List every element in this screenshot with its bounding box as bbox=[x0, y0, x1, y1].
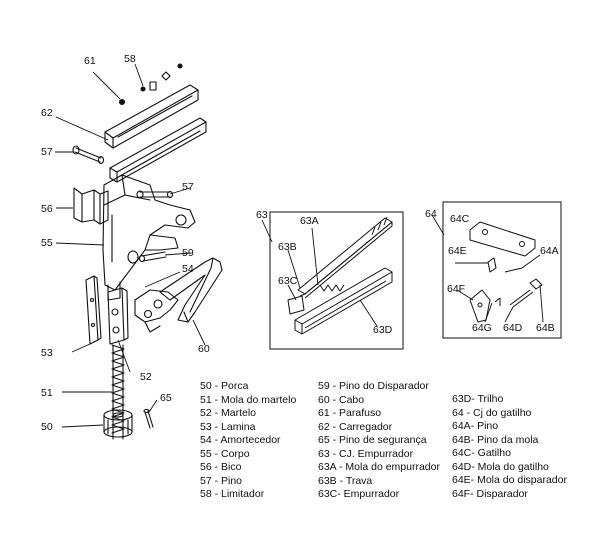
legend-item: 55 - Corpo bbox=[200, 447, 250, 460]
part-57-pin-lower bbox=[136, 190, 174, 199]
callout-54: 54 bbox=[182, 263, 194, 275]
part-51-spring bbox=[111, 344, 125, 440]
callout-65: 65 bbox=[160, 392, 172, 404]
part-50-nut bbox=[103, 409, 133, 438]
legend-item: 64F- Disparador bbox=[452, 487, 528, 500]
part-62-magazine bbox=[104, 84, 207, 183]
part-58-limiter bbox=[140, 63, 183, 92]
legend-item: 64D- Mola do gatilho bbox=[452, 460, 549, 473]
part-56-nozzle bbox=[73, 187, 109, 225]
legend-item: 62 - Carregador bbox=[318, 420, 393, 433]
label-64e: 64E bbox=[448, 245, 467, 257]
callout-52: 52 bbox=[140, 371, 152, 383]
part-65-safety-pin bbox=[143, 408, 154, 429]
label-64g: 64G bbox=[472, 322, 492, 334]
label-64f: 64F bbox=[447, 283, 465, 295]
legend-item: 64A- Pino bbox=[452, 420, 499, 432]
inset-63-pusher-assembly: 63 63A 63B 63C 63D bbox=[256, 209, 404, 350]
part-64e-spring bbox=[487, 257, 497, 273]
part-53-blade bbox=[85, 275, 102, 345]
callout-59: 59 bbox=[182, 247, 194, 259]
legend-item: 63B - Trava bbox=[318, 474, 373, 487]
legend-item: 61 - Parafuso bbox=[318, 407, 382, 419]
legend-item: 63D- Trilho bbox=[452, 393, 504, 405]
label-64d: 64D bbox=[503, 322, 523, 334]
legend-item: 64B- Pino da mola bbox=[452, 433, 539, 446]
part-64a-pin bbox=[504, 267, 523, 273]
part-63a-spring bbox=[319, 284, 345, 292]
callout-57-upper: 57 bbox=[41, 146, 53, 158]
part-64b-spring-pin bbox=[529, 278, 543, 290]
part-64g bbox=[494, 297, 501, 306]
legend-item: 60 - Cabo bbox=[318, 393, 365, 406]
callout-58: 58 bbox=[124, 53, 136, 65]
label-64b: 64B bbox=[536, 322, 555, 334]
callout-50: 50 bbox=[41, 421, 53, 433]
part-52-hammer bbox=[107, 287, 129, 345]
legend-item: 56 - Bico bbox=[200, 461, 242, 473]
legend-item: 64C- Gatilho bbox=[452, 447, 511, 459]
legend-item: 58 - Limitador bbox=[200, 488, 265, 500]
part-64c-trigger bbox=[469, 221, 536, 257]
legend-item: 63A - Mola do empurrador bbox=[318, 461, 440, 473]
leader-lines bbox=[55, 63, 206, 428]
label-63d: 63D bbox=[373, 324, 393, 336]
legend-item: 64 - Cj do gatilho bbox=[452, 406, 532, 419]
label-63a: 63A bbox=[300, 215, 319, 227]
label-63b: 63B bbox=[278, 241, 297, 253]
inset-64-trigger-assembly: 64 64C 64E 64A 64F 64G 64D 64B bbox=[425, 201, 562, 339]
callout-55: 55 bbox=[41, 237, 53, 249]
legend-item: 65 - Pino de segurança bbox=[318, 434, 427, 446]
legend-item: 59 - Pino do Disparador bbox=[318, 380, 429, 392]
callout-53: 53 bbox=[41, 347, 53, 359]
callout-61: 61 bbox=[84, 55, 96, 67]
legend-item: 63C- Empurrador bbox=[318, 488, 400, 500]
part-54-damper bbox=[134, 289, 179, 333]
part-57-pin-upper bbox=[72, 145, 105, 165]
label-63c: 63C bbox=[278, 275, 298, 287]
part-64f-trigger bbox=[469, 289, 491, 323]
legend-item: 50 - Porca bbox=[200, 380, 249, 392]
callout-57-lower: 57 bbox=[182, 181, 194, 193]
part-61-screw bbox=[118, 98, 126, 106]
legend-item: 64E- Mola do disparador bbox=[452, 474, 567, 486]
label-64c: 64C bbox=[450, 213, 470, 225]
callout-60: 60 bbox=[198, 343, 210, 355]
callout-56: 56 bbox=[41, 203, 53, 215]
legend-item: 51 - Mola do martelo bbox=[200, 393, 297, 406]
legend-item: 52 - Martelo bbox=[200, 407, 257, 419]
callout-labels: 61 58 62 57 56 55 57 59 54 53 52 60 51 6… bbox=[41, 53, 210, 433]
part-59-trigger-pin bbox=[138, 251, 167, 263]
legend-item: 63 - CJ. Empurrador bbox=[318, 447, 414, 460]
legend-item: 54 - Amortecedor bbox=[200, 434, 281, 446]
callout-51: 51 bbox=[41, 387, 53, 399]
legend-item: 57 - Pino bbox=[200, 474, 243, 487]
inset-64-label: 64 bbox=[425, 208, 437, 220]
callout-62: 62 bbox=[41, 107, 53, 119]
label-64a: 64A bbox=[540, 245, 559, 257]
part-63c-pusher bbox=[287, 295, 305, 315]
part-63d-rail bbox=[294, 267, 393, 335]
legend-column-3: 63D- Trilho 64 - Cj do gatilho 64A- Pino… bbox=[452, 393, 567, 501]
inset-63-label: 63 bbox=[256, 209, 268, 221]
part-64d-spring bbox=[509, 289, 531, 306]
part-55-body bbox=[102, 174, 196, 301]
legend-column-2: 59 - Pino do Disparador 60 - Cabo 61 - P… bbox=[318, 380, 440, 502]
legend-column-1: 50 - Porca 51 - Mola do martelo 52 - Mar… bbox=[200, 380, 296, 502]
part-60-handle bbox=[159, 257, 223, 323]
legend-item: 53 - Lamina bbox=[200, 420, 256, 433]
